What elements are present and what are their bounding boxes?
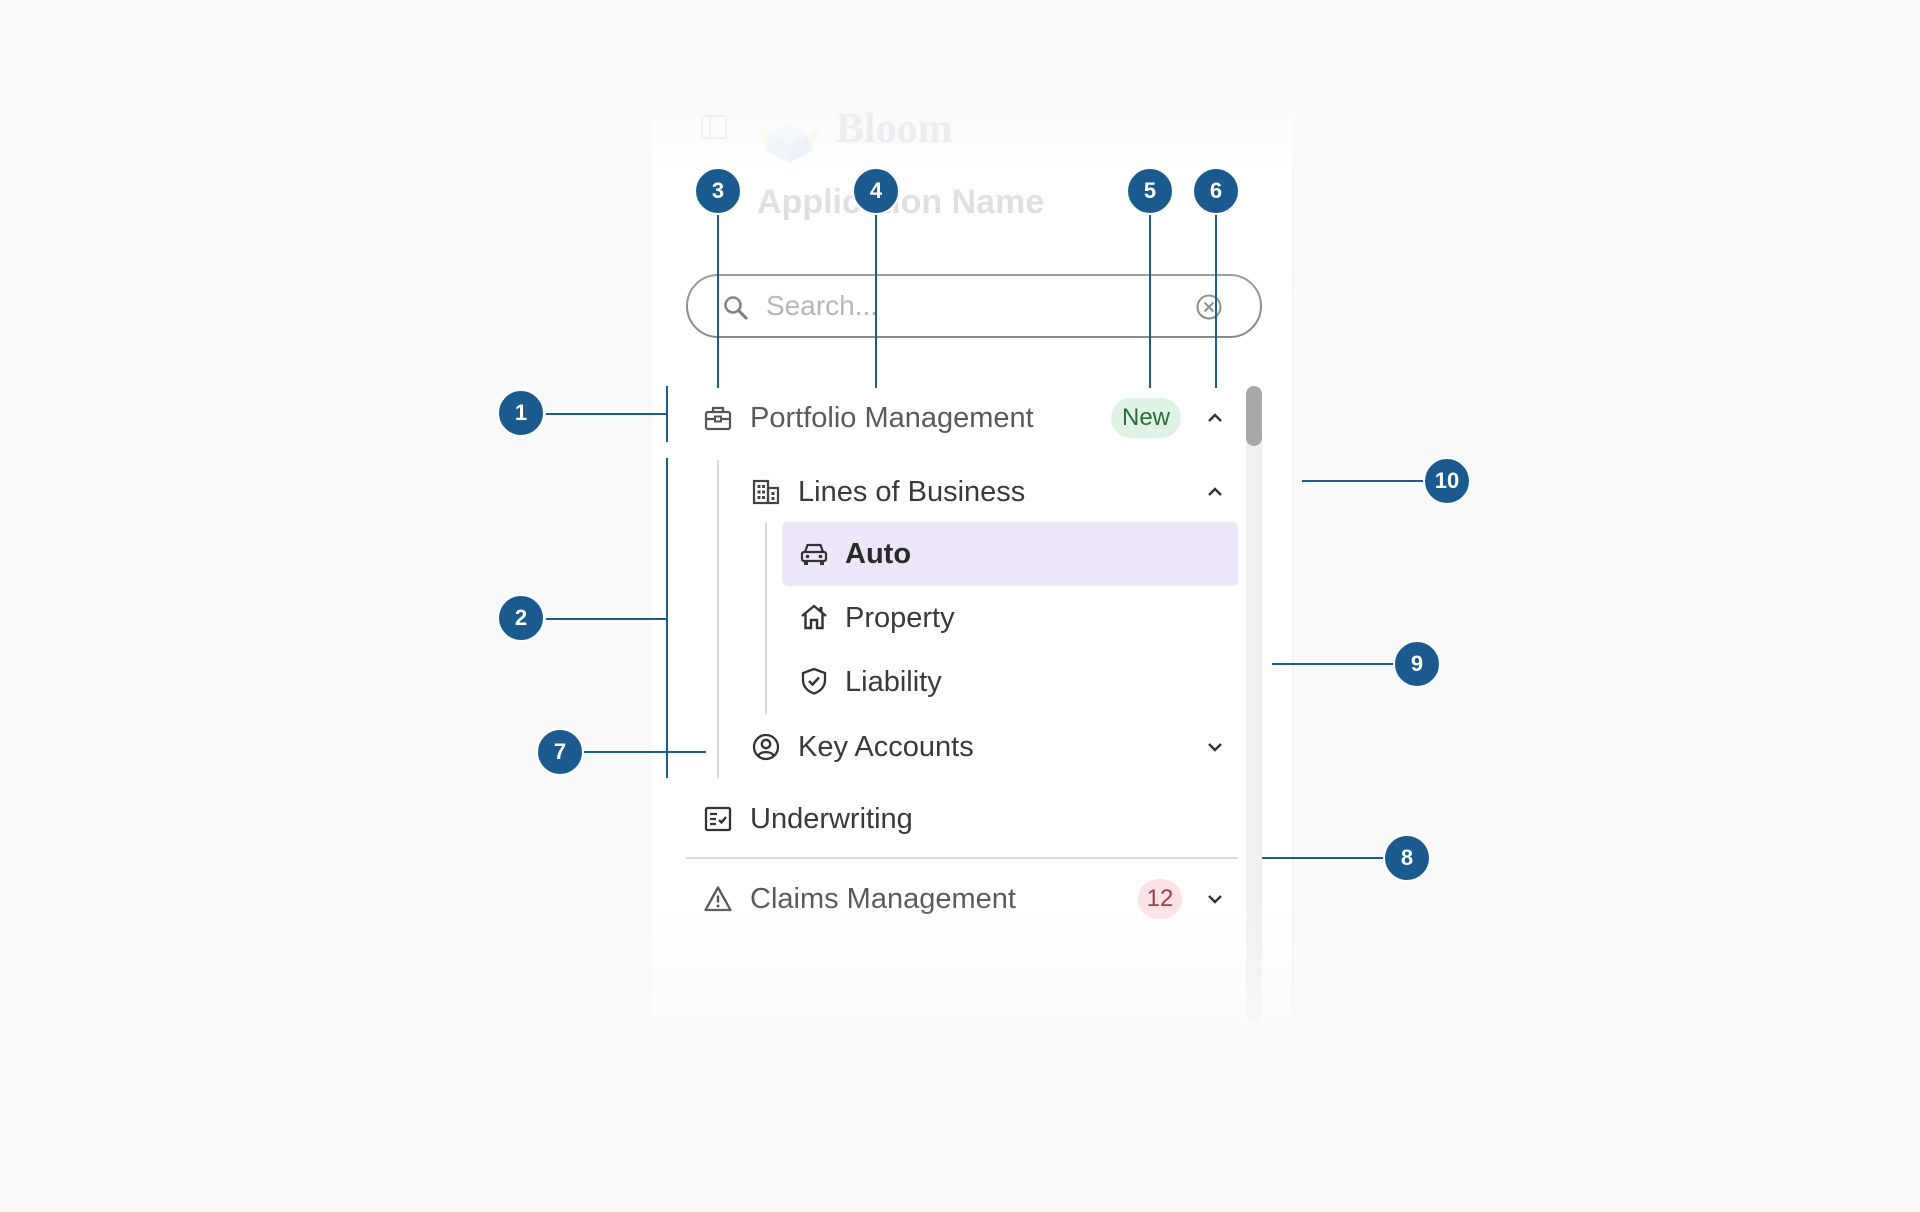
nav-item-portfolio-management[interactable]: Portfolio Management New	[686, 390, 1238, 446]
annotation-marker-10: 10	[1423, 457, 1471, 505]
annotation-line-5	[1149, 214, 1151, 388]
tree-line-level-2	[765, 522, 767, 714]
annotation-marker-4: 4	[852, 167, 900, 215]
annotation-line-9	[1272, 663, 1394, 665]
search-field[interactable]	[686, 274, 1262, 338]
nav-label-portfolio-management: Portfolio Management	[750, 402, 1034, 434]
tree-line-level-1	[717, 460, 719, 778]
annotation-bracket-1	[666, 386, 668, 442]
annotation-marker-8: 8	[1383, 834, 1431, 882]
annotation-line-2	[546, 618, 668, 620]
annotation-marker-1: 1	[497, 389, 545, 437]
scrollbar-thumb[interactable]	[1246, 386, 1262, 446]
active-item-highlight	[782, 522, 1238, 586]
bloom-logo-icon	[756, 115, 822, 165]
annotation-line-1	[546, 413, 668, 415]
count-badge: 12	[1138, 879, 1182, 919]
nav-label-property: Property	[845, 602, 955, 634]
nav-label-underwriting: Underwriting	[750, 803, 913, 835]
annotation-marker-6: 6	[1192, 167, 1240, 215]
nav-item-property[interactable]: Property	[782, 588, 1238, 648]
annotation-line-3	[717, 214, 719, 388]
new-badge: New	[1111, 398, 1181, 438]
nav-label-liability: Liability	[845, 666, 942, 698]
nav-label-lines-of-business: Lines of Business	[798, 476, 1026, 508]
house-icon	[799, 602, 829, 632]
nav-item-liability[interactable]: Liability	[782, 652, 1238, 712]
nav-item-lines-of-business[interactable]: Lines of Business	[734, 464, 1238, 520]
logo-text: Bloom	[836, 106, 953, 152]
annotation-bracket-2	[666, 458, 668, 778]
car-icon	[799, 539, 829, 569]
chevron-up-icon[interactable]	[1204, 481, 1226, 503]
annotation-line-10	[1302, 480, 1424, 482]
search-input[interactable]	[766, 286, 1186, 326]
chevron-down-icon[interactable]	[1204, 888, 1226, 910]
nav-item-underwriting[interactable]: Underwriting	[686, 790, 1238, 848]
chevron-down-icon[interactable]	[1204, 736, 1226, 758]
annotation-line-7	[584, 751, 706, 753]
clear-search-icon[interactable]	[1194, 292, 1224, 322]
scrollbar-track[interactable]	[1246, 386, 1262, 1022]
annotation-marker-7: 7	[536, 728, 584, 776]
app-name: Application Name	[757, 183, 1045, 221]
chevron-up-icon[interactable]	[1204, 407, 1226, 429]
nav-label-key-accounts: Key Accounts	[798, 731, 974, 763]
annotation-line-6	[1215, 214, 1217, 388]
menu-toggle-icon[interactable]	[700, 113, 728, 141]
annotation-line-4	[875, 214, 877, 388]
annotation-marker-9: 9	[1393, 640, 1441, 688]
app-header: Bloom	[700, 105, 1100, 163]
checklist-icon	[703, 804, 733, 834]
nav-item-claims-management[interactable]: Claims Management 12	[686, 870, 1238, 928]
user-circle-icon	[751, 732, 781, 762]
annotation-marker-3: 3	[694, 167, 742, 215]
annotation-marker-5: 5	[1126, 167, 1174, 215]
warning-icon	[703, 884, 733, 914]
annotation-line-8	[1262, 857, 1384, 859]
shield-check-icon	[799, 666, 829, 696]
search-icon	[722, 294, 750, 322]
section-divider	[686, 857, 1238, 859]
nav-label-auto: Auto	[845, 538, 912, 570]
briefcase-icon	[703, 403, 733, 433]
building-icon	[751, 477, 781, 507]
nav-item-auto[interactable]: Auto	[782, 522, 1238, 586]
nav-item-key-accounts[interactable]: Key Accounts	[734, 718, 1238, 776]
annotation-marker-2: 2	[497, 594, 545, 642]
nav-label-claims-management: Claims Management	[750, 883, 1016, 915]
